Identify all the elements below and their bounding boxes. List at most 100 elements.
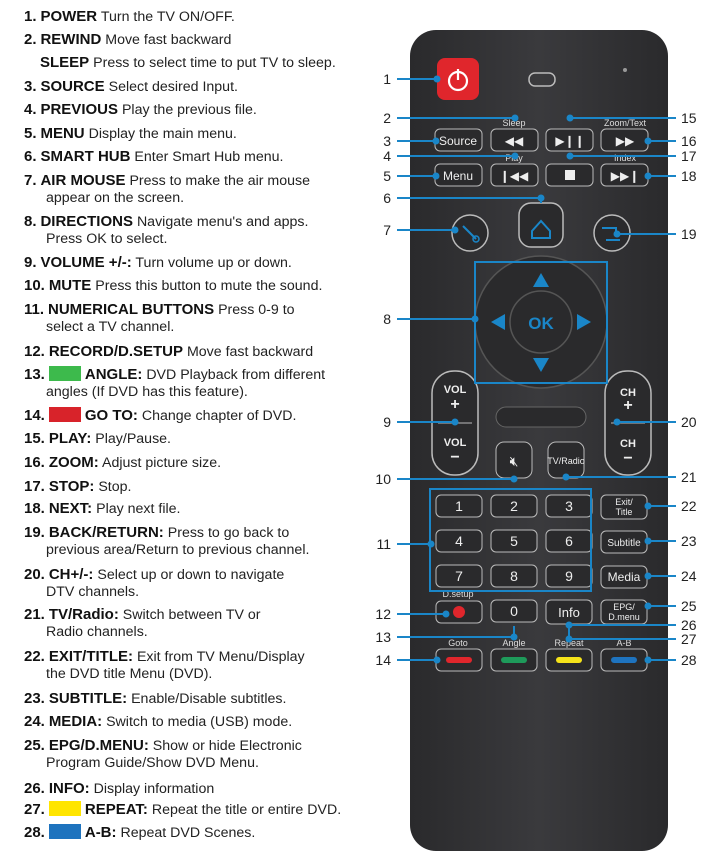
svg-text:EPG/: EPG/ [613,602,635,612]
svg-text:0: 0 [510,603,518,619]
list-item: 12. RECORD/D.SETUP Move fast backward [24,343,313,361]
list-item: 18. NEXT: Play next file. [24,500,181,518]
digit-button-8: 8 [490,564,538,588]
digit-button-0: 0 [490,599,538,623]
svg-text:TV/Radio: TV/Radio [547,456,585,466]
item-description: Navigate menu's and apps. [136,214,309,230]
item-title: EXIT/TITLE: [48,648,133,665]
index-label: Index [614,153,637,163]
dpad: OK [474,255,608,389]
item-title: ZOOM: [48,454,99,471]
svg-text:Exit/: Exit/ [615,497,633,507]
callout-number: 22 [681,498,697,514]
callout-number: 24 [681,568,697,584]
item-description-continued: previous area/Return to previous channel… [46,542,310,558]
item-title: SMART HUB [40,148,131,165]
previous-button: ❙◀◀ [490,163,539,187]
list-item: 28.A-B: Repeat DVD Scenes. [24,824,255,842]
item-description: Select desired Input. [108,79,238,95]
item-number: 1. [24,8,37,25]
item-title: REPEAT: [84,801,148,818]
list-item: 24. MEDIA: Switch to media (USB) mode. [24,713,292,731]
item-title: INFO: [48,780,90,797]
list-item: 4. PREVIOUS Play the previous file. [24,101,257,119]
list-item: 27.REPEAT: Repeat the title or entire DV… [24,801,341,819]
svg-text:▶▶❙: ▶▶❙ [611,169,640,183]
ok-button [509,290,573,354]
item-title: GO TO: [84,407,138,424]
callout-number: 21 [681,469,697,485]
svg-text:Menu: Menu [443,169,473,183]
svg-text:Media: Media [608,570,641,584]
svg-text:VOL: VOL [444,384,467,396]
item-title: AIR MOUSE [40,172,126,189]
item-description-continued: select a TV channel. [46,319,175,335]
item-description: Play the previous file. [121,102,257,118]
item-description: Show or hide Electronic [152,738,302,754]
digit-button-2: 2 [490,494,538,518]
item-description: Stop. [98,479,132,495]
list-item: 17. STOP: Stop. [24,478,131,496]
item-description: Press 0-9 to [218,302,295,318]
list-item: 9. VOLUME +/-: Turn volume up or down. [24,254,292,272]
item-description: Select up or down to navigate [97,567,285,583]
svg-text:Subtitle: Subtitle [607,538,641,549]
air-mouse-button [451,214,489,252]
item-number: 10. [24,277,45,294]
item-title: A-B: [84,824,117,841]
callout-number: 1 [383,71,391,87]
menu-button: Menu [434,163,483,187]
touch-slot [495,406,587,428]
item-title: PLAY: [48,430,92,447]
item-description: Press to make the air mouse [129,173,311,189]
item-title: EPG/D.MENU: [48,737,149,754]
svg-text:D.menu: D.menu [608,612,640,622]
callout-number: 2 [383,110,391,126]
digit-button-9: 9 [545,564,593,588]
list-item: 8. DIRECTIONS Navigate menu's and apps.P… [24,213,308,248]
list-item: 16. ZOOM: Adjust picture size. [24,454,221,472]
item-description: Press to select time to put TV to sleep. [93,55,336,71]
callout-number: 23 [681,533,697,549]
item-number: 5. [24,125,37,142]
item-number: 9. [24,254,37,271]
zoom-text-label: Zoom/Text [604,118,647,128]
item-description: Play next file. [96,501,181,517]
svg-text:OK: OK [528,314,554,333]
repeat-yellow-button [545,648,593,672]
callout-number: 25 [681,598,697,614]
svg-text:8: 8 [510,568,518,584]
mute-button: 🔇︎ [495,441,533,479]
svg-text:−: − [450,449,459,466]
svg-text:1: 1 [455,498,463,514]
svg-text:2: 2 [510,498,518,514]
rewind-button: ◀◀ [490,128,539,152]
item-title: RECORD/D.SETUP [48,343,183,360]
item-description-continued: angles (If DVD has this feature). [46,384,248,400]
item-number: 28. [24,824,45,841]
callout-number: 27 [681,631,697,647]
item-number: 19. [24,524,45,541]
digit-button-3: 3 [545,494,593,518]
item-number: 22. [24,648,45,665]
item-description: Move fast backward [186,344,314,360]
ab-label: A-B [616,638,631,648]
svg-text:+: + [623,397,632,414]
item-title: MEDIA: [48,713,103,730]
svg-text:3: 3 [565,498,573,514]
callout-number: 9 [383,414,391,430]
item-description: Turn the TV ON/OFF. [100,9,235,25]
subtitle-button: Subtitle [600,530,648,554]
item-description: Enable/Disable subtitles. [131,691,287,707]
svg-text:◀◀: ◀◀ [505,134,524,148]
list-item: 20. CH+/-: Select up or down to navigate… [24,566,284,601]
item-description: Switch between TV or [122,607,261,623]
angle-green-button [490,648,538,672]
list-item: 26. INFO: Display information [24,780,214,798]
svg-text:−: − [623,450,632,467]
record-dsetup-button [435,600,483,624]
